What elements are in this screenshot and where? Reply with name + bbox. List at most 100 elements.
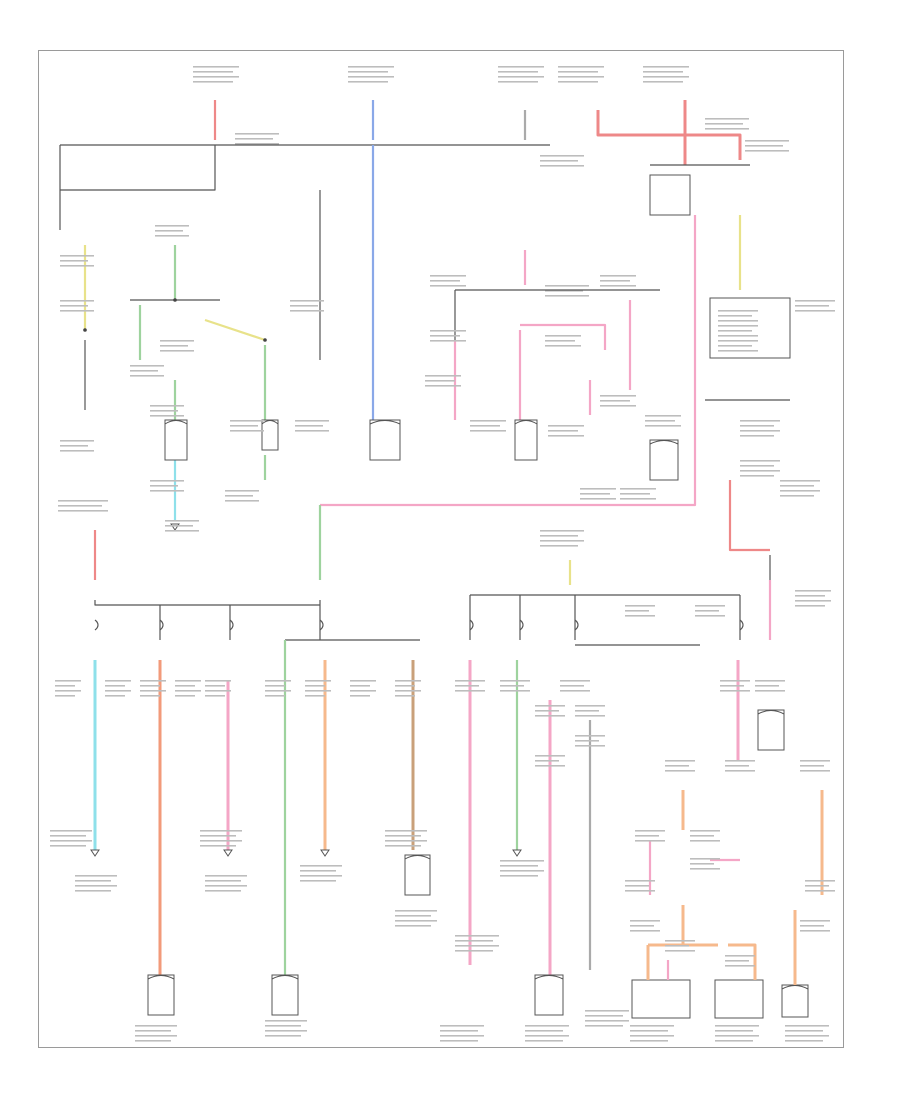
- ground-1: [170, 523, 180, 531]
- left-label-11: [60, 445, 88, 447]
- feed-label-4: [643, 76, 689, 78]
- wire-lr-13: [728, 943, 757, 980]
- lower-right-label-18: [805, 885, 829, 887]
- center-label-6: [470, 430, 506, 432]
- lower-right-label-8: [575, 740, 599, 742]
- note-label-4: [545, 295, 589, 297]
- lower-left-caption-3: [395, 920, 437, 922]
- lower-right-module-2: [534, 974, 564, 1016]
- left-dot-1: [173, 298, 177, 302]
- center-label-9: [580, 493, 610, 495]
- center-label-3: [545, 345, 581, 347]
- lower-left-label-5: [265, 695, 285, 697]
- lower-left-label-3: [175, 690, 201, 692]
- center-label-2: [430, 330, 466, 332]
- left-label-11: [60, 450, 94, 452]
- lower-right-label-21: [665, 945, 689, 947]
- lower-left-module-1: [404, 854, 431, 896]
- lower-right-label-20: [800, 930, 830, 932]
- lower-right-label-2: [560, 680, 590, 682]
- lower-left-label-4: [205, 690, 231, 692]
- feed-label-0: [193, 66, 239, 68]
- lower-left-label-8: [395, 680, 421, 682]
- center-label-2: [430, 335, 460, 337]
- note-label-3: [745, 145, 783, 147]
- left-bus: [60, 145, 216, 191]
- lower-right-caption-4: [630, 1040, 668, 1042]
- center-label-0: [430, 275, 466, 277]
- lower-right-label-0: [455, 680, 485, 682]
- lower-right-fuse-3: [739, 619, 744, 631]
- lower-left-label-7: [350, 685, 370, 687]
- lower-left-caption-0: [75, 875, 117, 877]
- note-label-3: [745, 140, 789, 142]
- center-label-0: [430, 280, 460, 282]
- lower-right-caption-2: [525, 1040, 563, 1042]
- lower-left-label-0: [55, 680, 81, 682]
- left-label-10: [225, 490, 259, 492]
- center-label-5: [600, 395, 636, 397]
- lower-right-module-1-cap: [757, 710, 785, 715]
- lower-right-label-11: [725, 760, 755, 762]
- left-label-2: [60, 305, 88, 307]
- left-label-8: [150, 405, 184, 407]
- center-label-9: [580, 498, 616, 500]
- lower-right-label-6: [575, 715, 605, 717]
- lower-right-label-8: [575, 735, 605, 737]
- left-label-10: [225, 500, 259, 502]
- right-label-2: [780, 485, 814, 487]
- lower-left-label-6: [305, 680, 331, 682]
- lower-right-label-15: [690, 830, 720, 832]
- seat-module-2: [714, 979, 764, 1019]
- center-label-9: [580, 488, 616, 490]
- lower-right-caption-3: [585, 1010, 629, 1012]
- feed-label-4: [643, 81, 683, 83]
- note-label-1: [540, 165, 584, 167]
- lower-right-caption-7: [455, 940, 493, 942]
- left-label-8: [150, 410, 178, 412]
- center-label-4: [425, 380, 455, 382]
- feed-label-3: [558, 66, 604, 68]
- feed-label-1: [348, 71, 388, 73]
- lower-right-caption-2: [525, 1025, 569, 1027]
- lower-right-label-11: [725, 770, 755, 772]
- lower-right-caption-3: [585, 1020, 629, 1022]
- lower-left-label-0: [55, 690, 81, 692]
- lower-right-label-13: [800, 760, 830, 762]
- lower-right-label-17: [625, 890, 655, 892]
- wire-right-4: [728, 480, 770, 552]
- center-label-10: [620, 488, 656, 490]
- lower-right-label-5: [535, 710, 559, 712]
- right-label-0: [740, 430, 780, 432]
- lower-left-label-8: [395, 690, 421, 692]
- note-label-2: [705, 123, 743, 125]
- lower-left-label-1: [105, 685, 125, 687]
- lower-left-fuse-3: [319, 619, 324, 631]
- relay-box-1: [164, 419, 188, 461]
- lower-right-caption-6: [785, 1030, 823, 1032]
- lower-right-caption-0: [440, 1030, 478, 1032]
- left-label-0: [60, 265, 94, 267]
- lower-right-caption-5: [715, 1035, 759, 1037]
- feed-label-1: [348, 76, 394, 78]
- lower-left-caption-0: [75, 890, 111, 892]
- wire-center-3: [520, 323, 607, 350]
- center-label-7: [548, 425, 584, 427]
- lower-right-label-16: [690, 863, 714, 865]
- relay-label-1: [718, 330, 752, 332]
- lower-right-title: [540, 540, 584, 542]
- right-label-1: [740, 460, 780, 462]
- lower-left-label-5: [265, 680, 291, 682]
- lower-left-label-5: [265, 685, 285, 687]
- center-module-2: [649, 439, 679, 481]
- lower-left-label-3: [175, 685, 195, 687]
- center-label-4: [425, 375, 461, 377]
- left-dot-2: [263, 338, 267, 342]
- lower-right-label-20: [800, 925, 824, 927]
- lower-right-caption-5: [715, 1040, 753, 1042]
- diagram-frame: [38, 50, 844, 1048]
- lower-left-caption-3: [395, 910, 437, 912]
- lower-left-title: [58, 505, 102, 507]
- lower-right-caption-1: [500, 860, 544, 862]
